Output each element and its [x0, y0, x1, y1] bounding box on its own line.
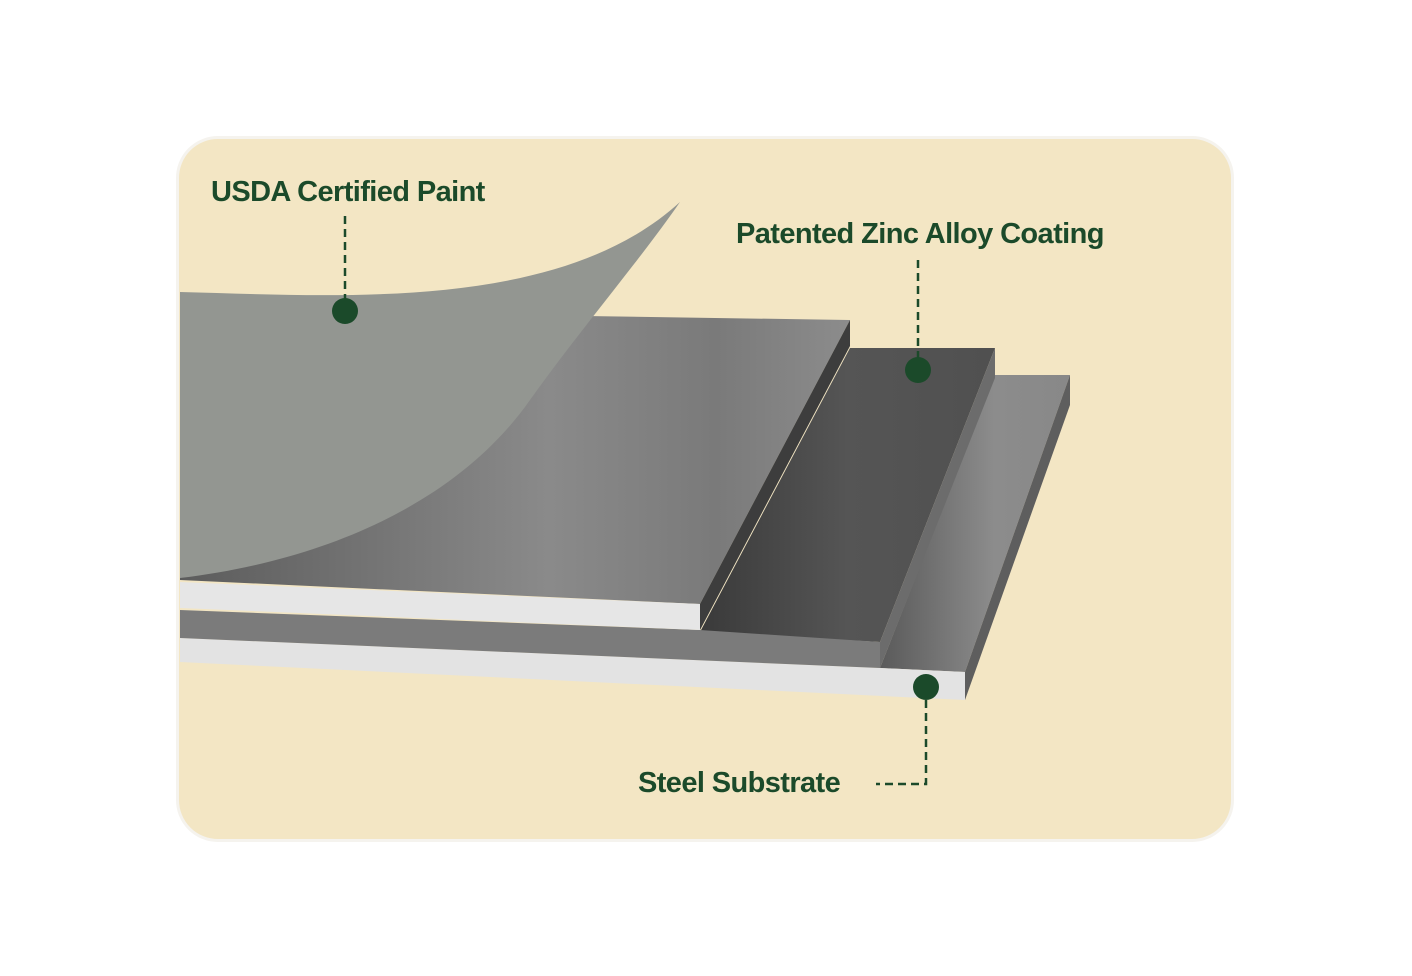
paint-sheet: [180, 202, 680, 578]
paint-label: USDA Certified Paint: [211, 176, 486, 208]
steel-label: Steel Substrate: [638, 767, 841, 799]
steel-substrate-layer: [180, 375, 1070, 700]
steel-marker: [913, 674, 939, 700]
zinc-label: Patented Zinc Alloy Coating: [736, 218, 1104, 250]
zinc-marker: [905, 357, 931, 383]
paint-marker: [332, 298, 358, 324]
steel-connector: [876, 700, 928, 786]
zinc-coating-layer: [180, 348, 995, 668]
